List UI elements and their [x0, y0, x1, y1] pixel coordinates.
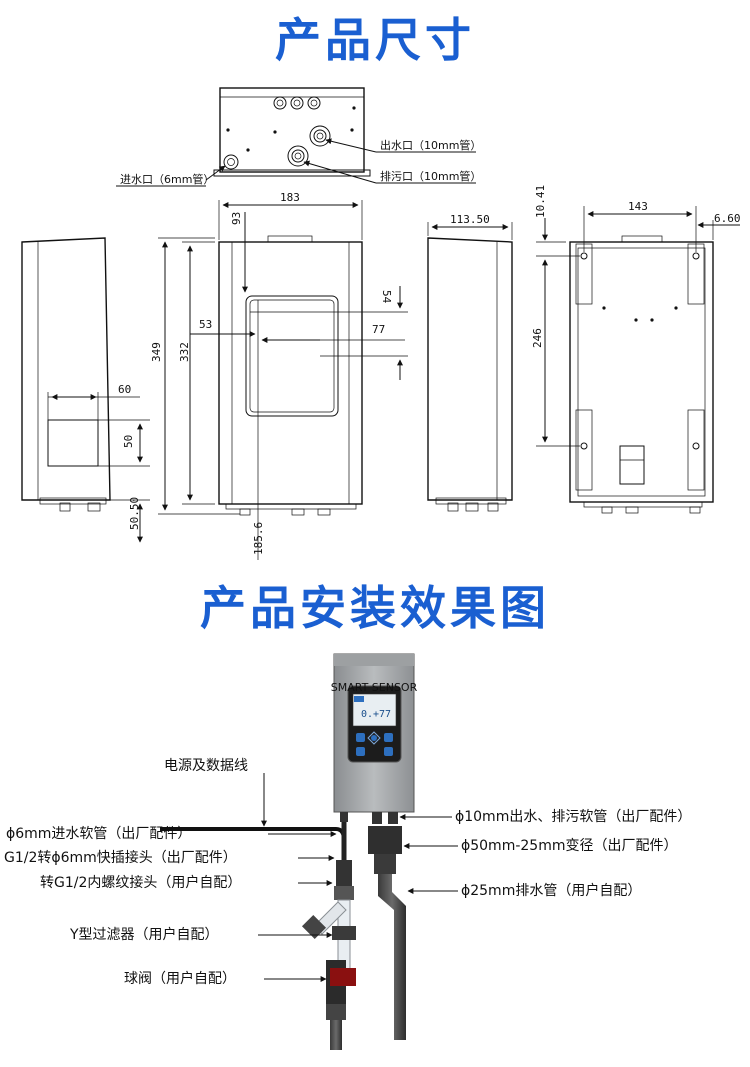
dim-body-height: 332	[178, 342, 191, 362]
dim-side-box-height: 50	[122, 435, 135, 448]
dim-window-left: 53	[199, 318, 212, 331]
dim-side-box-width: 60	[118, 383, 131, 396]
screen-header: SMART SENSOR	[331, 681, 418, 694]
back-view: 143 6.60 10.41 246	[531, 185, 741, 514]
front-view: 183 93 349 332 53 77 54 185.6	[150, 191, 408, 560]
label-outlet-tube: ϕ10mm出水、排污软管（出厂配件）	[455, 809, 691, 825]
dim-window-height: 54	[380, 290, 393, 304]
top-view: 出水口（10mm管） 排污口（10mm管） 进水口（6mm管）	[116, 87, 481, 187]
dim-back-width: 143	[628, 200, 648, 213]
left-side-view: 60 50 50.50	[21, 237, 150, 543]
inlet-label: 进水口（6mm管）	[120, 172, 214, 186]
dim-total-height: 349	[150, 342, 163, 362]
right-side-view: 113.50	[427, 213, 513, 512]
dim-side-depth: 113.50	[450, 213, 490, 226]
dim-window-width: 77	[372, 323, 385, 336]
label-thread-connector: 转G1/2内螺纹接头（用户自配）	[40, 874, 241, 891]
label-y-filter: Y型过滤器（用户自配）	[69, 926, 219, 943]
label-inlet-tube: ϕ6mm进水软管（出厂配件）	[6, 826, 191, 842]
label-reducer: ϕ50mm-25mm变径（出厂配件）	[461, 838, 677, 854]
dim-bottom-height: 185.6	[252, 522, 265, 555]
dim-back-offset-top: 10.41	[534, 185, 547, 218]
outlet-label: 出水口（10mm管）	[380, 138, 481, 152]
screen-value: 0.+77	[361, 709, 391, 720]
label-ball-valve: 球阀（用户自配）	[124, 970, 236, 987]
installation-view: SMART SENSOR 0.+77	[4, 653, 691, 1050]
label-power: 电源及数据线	[164, 758, 248, 774]
installation-title: 产品安装效果图	[200, 581, 550, 635]
dim-window-top: 93	[230, 212, 243, 225]
dim-side-bottom: 50.50	[128, 497, 141, 530]
dim-front-width: 183	[280, 191, 300, 204]
dim-back-offset-right: 6.60	[714, 212, 741, 225]
dim-back-hole-spacing: 246	[531, 328, 544, 348]
drain-label: 排污口（10mm管）	[380, 169, 481, 183]
label-quick-connector: G1/2转ϕ6mm快插接头（出厂配件）	[4, 849, 237, 866]
label-drain-pipe: ϕ25mm排水管（用户自配）	[461, 882, 641, 899]
dimensions-title: 产品尺寸	[275, 13, 475, 67]
